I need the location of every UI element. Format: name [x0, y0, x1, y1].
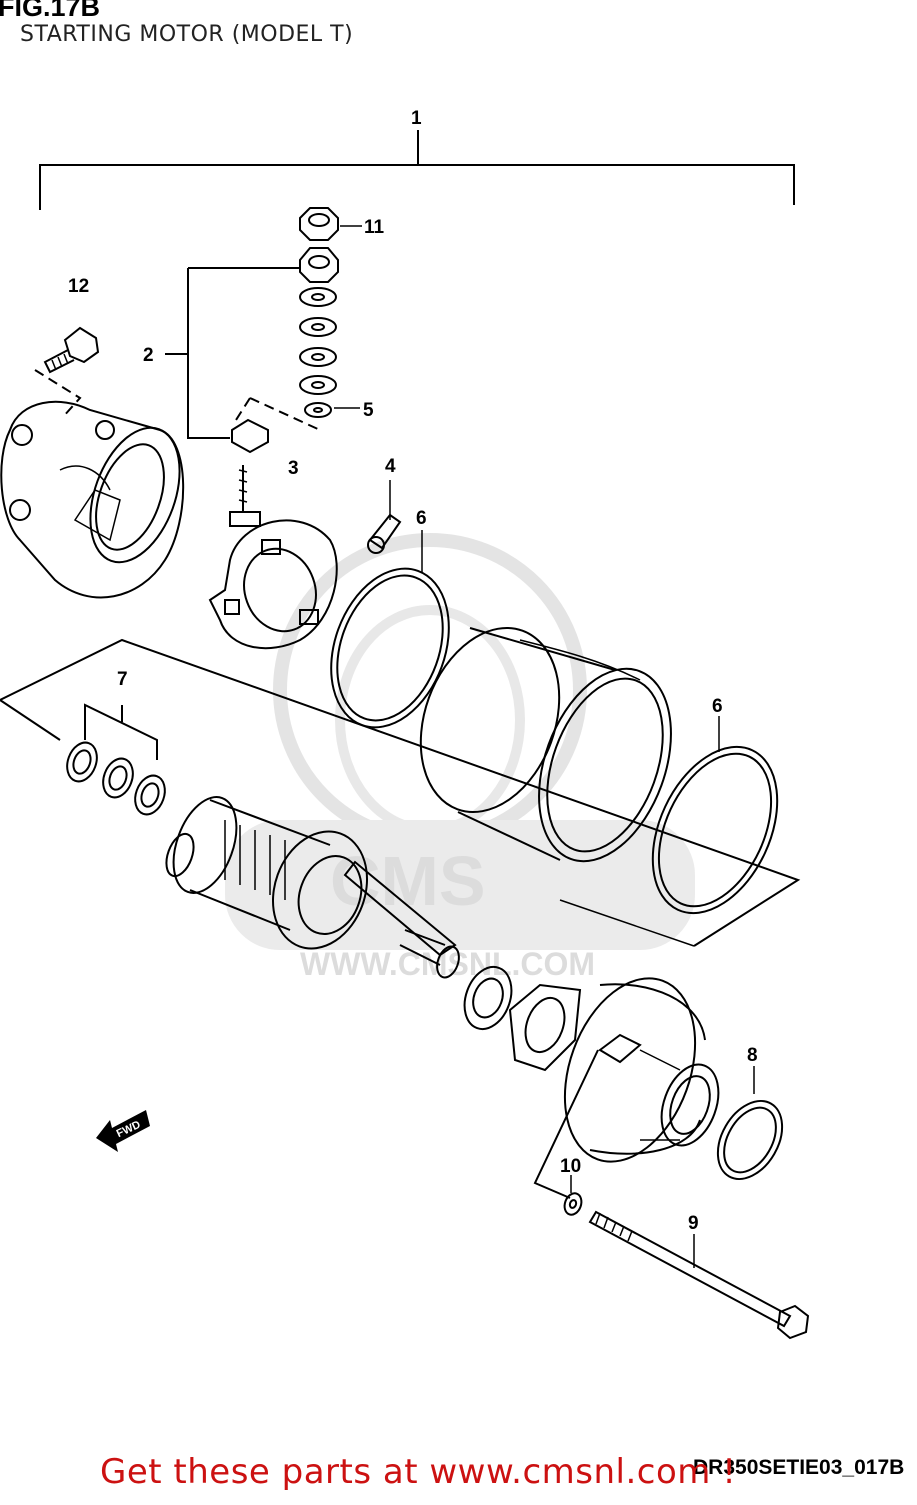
callout-12: 12 [68, 276, 89, 297]
armature-group-outline [0, 638, 801, 947]
o-ring-8 [716, 1066, 784, 1180]
callout-7: 7 [117, 669, 128, 690]
callout-1: 1 [411, 108, 422, 129]
callout-10: 10 [560, 1156, 581, 1177]
yoke-housing [419, 627, 672, 863]
callout-11: 11 [364, 217, 385, 238]
brush-plate [208, 465, 338, 650]
callout-5: 5 [363, 400, 374, 421]
figure-title: FIG.17B [0, 0, 101, 22]
assembly-bracket [39, 130, 795, 210]
washers-7 [66, 703, 166, 816]
cta-link[interactable]: Get these parts at www.cmsnl.com ! [100, 1452, 737, 1492]
callout-4: 4 [385, 456, 396, 477]
grommet-4 [367, 480, 402, 554]
fwd-direction-arrow: FWD [96, 1110, 150, 1152]
bolt-12 [34, 326, 100, 419]
callout-labels: 1 2 3 4 5 6 6 7 8 9 10 11 12 [68, 108, 758, 1234]
front-housing [563, 977, 720, 1163]
lock-plate [508, 983, 582, 1072]
callout-9: 9 [688, 1213, 699, 1234]
o-ring-upper [330, 530, 450, 729]
callout-3: 3 [288, 458, 299, 479]
callout-6-lower: 6 [712, 696, 723, 717]
rear-housing [0, 400, 185, 599]
figure-subtitle: STARTING MOTOR (MODEL T) [20, 22, 354, 47]
armature [165, 796, 460, 979]
o-ring-lower [651, 716, 779, 915]
figure-code: DR350SETIE03_017B [693, 1456, 905, 1479]
watermark: CMS WWW.CMSNL.COM [225, 533, 695, 982]
callout-8: 8 [747, 1045, 758, 1066]
through-bolt-9 [588, 1210, 810, 1340]
terminal-nut-stack [165, 207, 362, 454]
callout-2: 2 [143, 345, 154, 366]
shaft-washer [463, 966, 513, 1030]
callout-6-upper: 6 [416, 508, 427, 529]
washer-10 [533, 1049, 599, 1216]
